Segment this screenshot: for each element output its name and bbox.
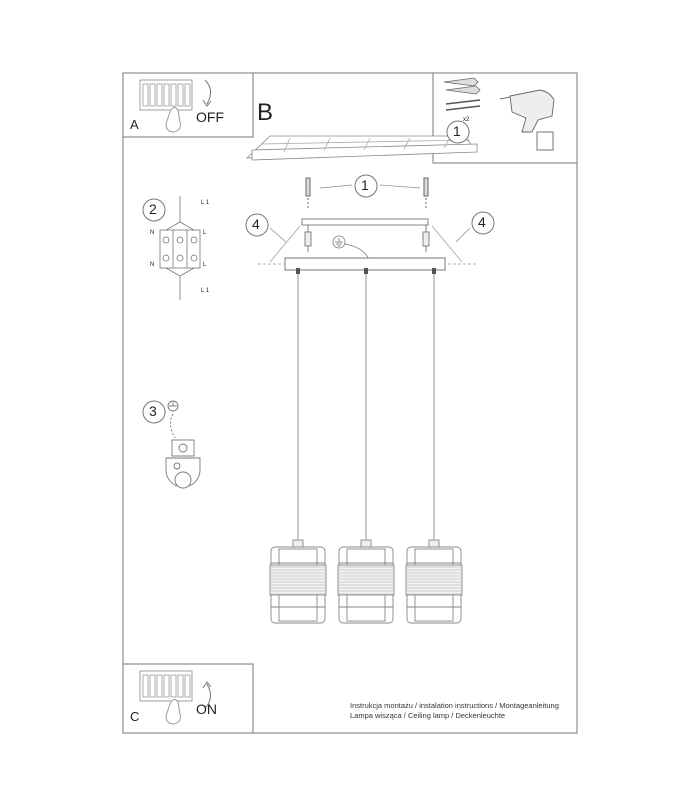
tools-box (432, 72, 578, 164)
wire-label-n-lower: N (150, 262, 155, 268)
suspension-cable (297, 274, 435, 543)
cage-lamp-shade (337, 539, 395, 624)
section-a-letter: A (130, 117, 139, 132)
ceiling-surface (245, 135, 478, 161)
terminal-block-icon (159, 196, 201, 300)
cable-gland (432, 268, 436, 274)
section-c-letter: C (130, 709, 140, 724)
cage-lamp-shade (405, 539, 463, 624)
section-a-box (122, 72, 254, 138)
wire-label-l-lower: L (203, 262, 207, 268)
cage-lamp-shade (269, 539, 327, 624)
wire-label-l1-top: L 1 (201, 200, 210, 206)
callout-4-right: 4 (478, 214, 486, 230)
callout-4-left: 4 (252, 216, 260, 232)
callout-2-wiring: 2 (149, 201, 157, 217)
callout-circle (245, 213, 269, 237)
callout-circle (354, 174, 378, 198)
section-c-box (122, 663, 254, 734)
canopy-dashed-outline (258, 225, 478, 265)
wire-label-l-upper: L (203, 230, 207, 236)
section-b-letter: B (257, 99, 274, 126)
off-label: OFF (196, 109, 224, 125)
callout-circle (471, 211, 495, 235)
callout-circle (142, 198, 166, 222)
cable-gland (296, 268, 300, 274)
callout-3-ground: 3 (149, 403, 157, 419)
ground-symbol-icon (332, 235, 370, 261)
footer-instructions: Instrukcja montażu / instalation instruc… (350, 701, 559, 710)
ground-terminal-icon (165, 400, 201, 489)
drill-icon (499, 89, 555, 151)
callout-circle (446, 120, 470, 144)
mounting-screw (305, 177, 429, 210)
on-label: ON (196, 701, 217, 717)
arrow-down-icon (204, 79, 211, 105)
arrow-up-icon (204, 683, 211, 709)
callout-1-screws: 1 (361, 177, 369, 193)
switchboard-off-icon (139, 79, 193, 133)
cable-gland (364, 268, 368, 274)
callout-circle (142, 400, 166, 424)
outer-frame (122, 72, 578, 734)
callout-1-tools: 1 (453, 123, 461, 139)
wall-anchor-icon (443, 77, 481, 95)
switchboard-on-icon (139, 670, 193, 725)
screw-icon (445, 99, 481, 111)
wire-label-n-upper: N (150, 230, 155, 236)
anchor-quantity: x2 (463, 117, 470, 123)
footer-product: Lampa wisząca / Ceiling lamp / Deckenleu… (350, 711, 506, 720)
wire-label-l1-bottom: L 1 (201, 288, 210, 294)
mounting-bracket (301, 218, 430, 252)
